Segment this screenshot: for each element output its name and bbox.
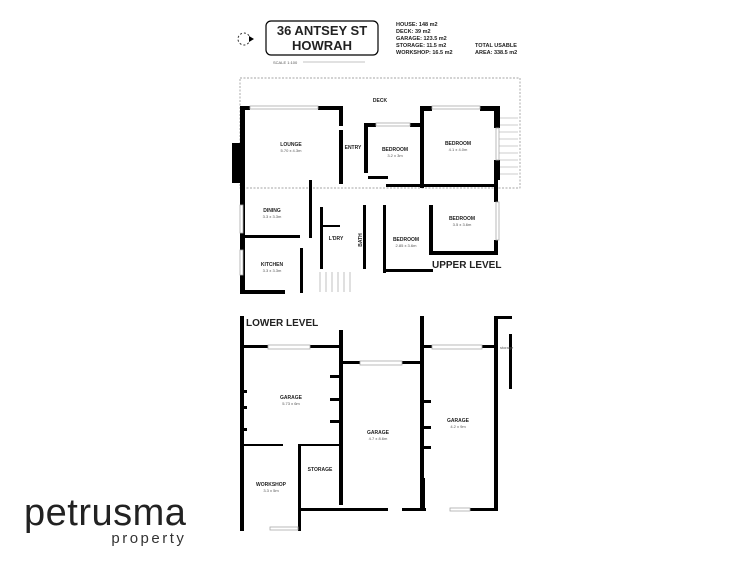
room-workshop: WORKSHOP bbox=[256, 482, 287, 488]
room-dining-dim: 3.3 x 3.3m bbox=[263, 214, 282, 219]
title-line2: HOWRAH bbox=[292, 38, 352, 53]
logo-name: petrusma bbox=[24, 492, 187, 534]
room-garage-3: GARAGE bbox=[447, 418, 470, 424]
petrusma-logo: petrusma property bbox=[24, 494, 186, 547]
scale-label: SCALE 1:100 bbox=[273, 60, 298, 65]
room-bedroom-2-dim: 4.1 x 4.0m bbox=[449, 147, 468, 152]
room-lounge-dim: 5.70 x 4.3m bbox=[281, 148, 303, 153]
room-bedroom-3-dim: 3.5 x 3.6m bbox=[453, 222, 472, 227]
area-total-1: TOTAL USABLE bbox=[475, 43, 517, 49]
area-garage: GARAGE: 123.5 m2 bbox=[396, 36, 447, 42]
room-laundry: L'DRY bbox=[329, 236, 344, 242]
room-bath: BATH bbox=[358, 233, 364, 247]
upper-windows bbox=[239, 105, 500, 276]
area-house: HOUSE: 148 m2 bbox=[396, 22, 438, 28]
deck-outline bbox=[239, 77, 521, 189]
room-kitchen: KITCHEN bbox=[261, 262, 284, 268]
room-garage-1-dim: 5.73 x 6m bbox=[282, 401, 300, 406]
upper-room-labels: LOUNGE 5.70 x 4.3m ENTRY BEDROOM 3.2 x 3… bbox=[261, 141, 502, 273]
room-garage-2: GARAGE bbox=[367, 430, 390, 436]
upper-level-walls bbox=[232, 106, 500, 294]
lower-level-label: LOWER LEVEL bbox=[246, 318, 318, 329]
title-line1: 36 ANTSEY ST bbox=[277, 23, 367, 38]
room-entry: ENTRY bbox=[345, 145, 362, 151]
lower-room-labels: GARAGE 5.73 x 6m GARAGE 4.7 x 8.6m GARAG… bbox=[256, 345, 514, 493]
room-storage-small: storage bbox=[500, 345, 514, 350]
room-workshop-dim: 3.3 x 5m bbox=[263, 488, 279, 493]
room-dining: DINING bbox=[263, 208, 281, 214]
room-bedroom-1: BEDROOM bbox=[382, 147, 408, 153]
upper-level-label: UPPER LEVEL bbox=[432, 260, 501, 271]
area-storage: STORAGE: 11.5 m2 bbox=[396, 43, 446, 49]
deck-label: DECK bbox=[373, 98, 388, 104]
deck-stairs bbox=[499, 117, 518, 175]
room-garage-1: GARAGE bbox=[280, 395, 303, 401]
room-garage-3-dim: 4.2 x 9m bbox=[450, 424, 466, 429]
room-bedroom-1-dim: 3.2 x 3m bbox=[387, 153, 403, 158]
room-bedroom-4: BEDROOM bbox=[393, 237, 419, 243]
front-stairs bbox=[319, 272, 351, 292]
room-lounge: LOUNGE bbox=[280, 142, 302, 148]
compass-icon bbox=[237, 32, 254, 46]
area-summary: HOUSE: 148 m2 DECK: 39 m2 GARAGE: 123.5 … bbox=[396, 22, 517, 56]
room-bedroom-2: BEDROOM bbox=[445, 141, 471, 147]
room-garage-2-dim: 4.7 x 8.6m bbox=[369, 436, 388, 441]
lower-level-walls bbox=[240, 316, 512, 531]
logo-sub: property bbox=[111, 530, 187, 547]
area-workshop: WORKSHOP: 16.5 m2 bbox=[396, 50, 453, 56]
title-box bbox=[265, 20, 379, 56]
area-deck: DECK: 39 m2 bbox=[396, 29, 431, 35]
area-total-2: AREA: 338.5 m2 bbox=[475, 50, 517, 56]
lower-windows bbox=[267, 344, 483, 531]
room-bedroom-4-dim: 2.85 x 3.6m bbox=[396, 243, 418, 248]
room-storage: STORAGE bbox=[308, 467, 333, 473]
room-bedroom-3: BEDROOM bbox=[449, 216, 475, 222]
room-kitchen-dim: 3.3 x 3.3m bbox=[263, 268, 282, 273]
